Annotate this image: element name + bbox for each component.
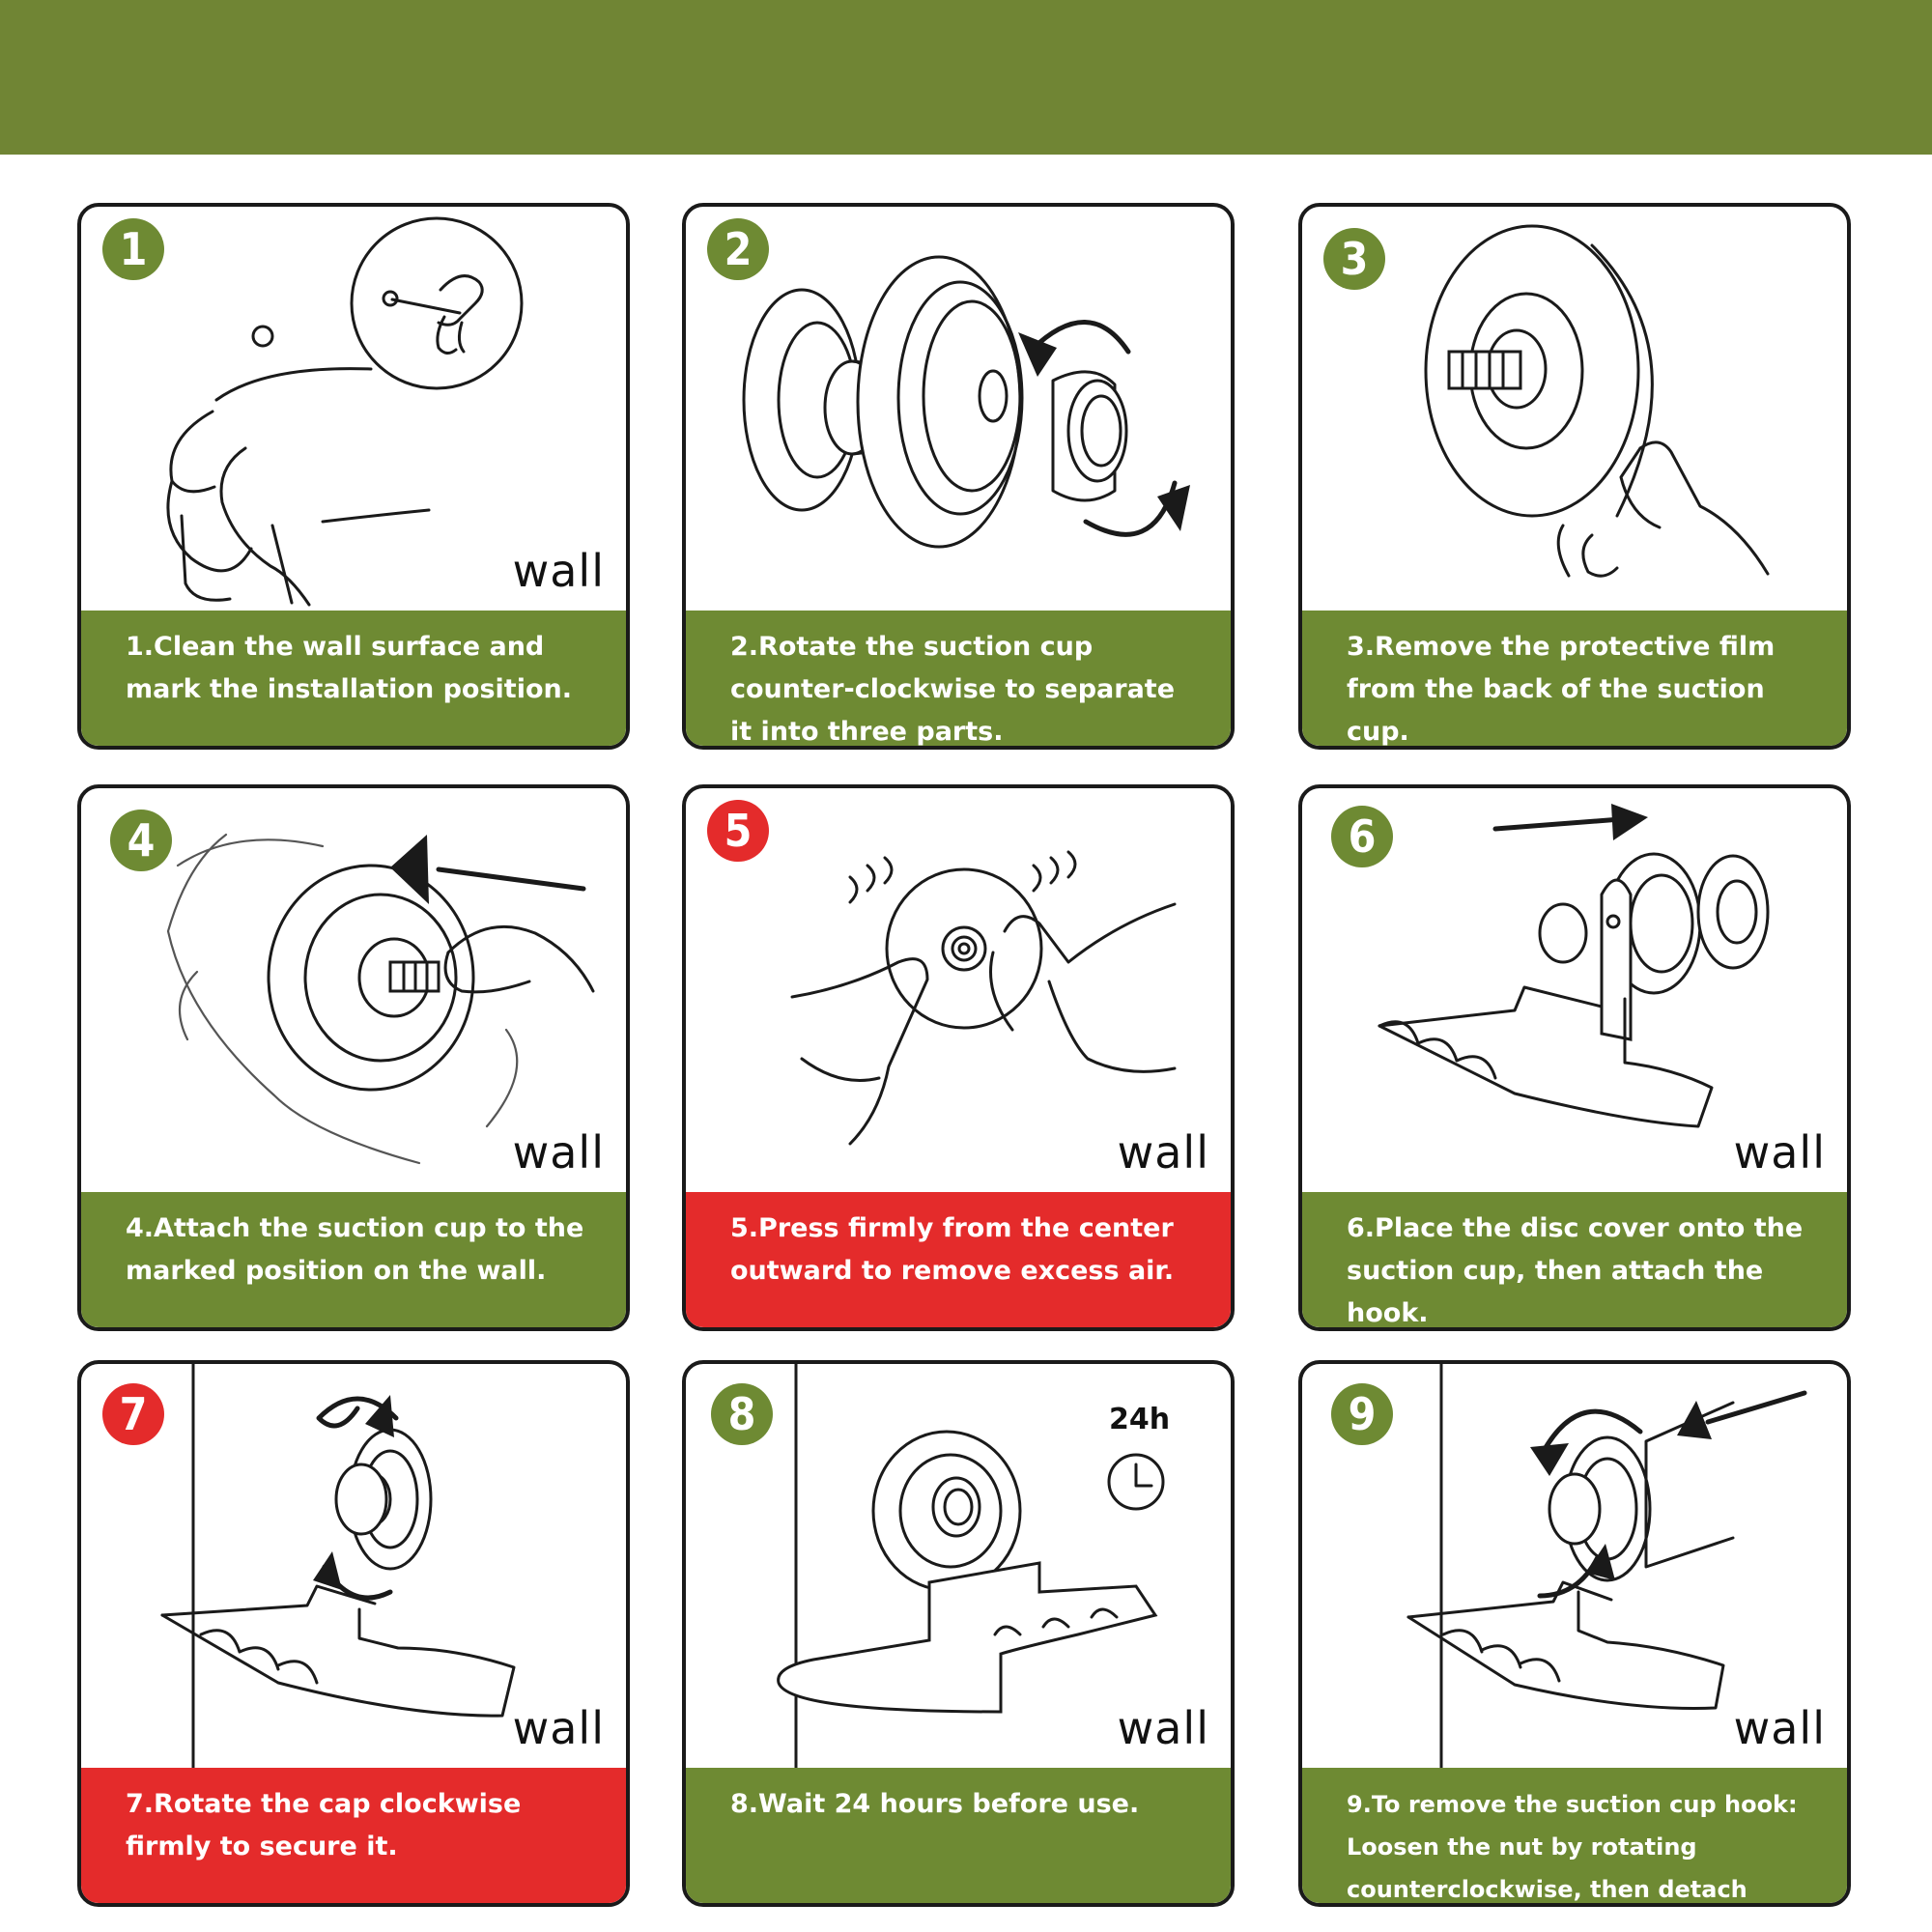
wall-label: wall — [1733, 1126, 1826, 1179]
step-badge: 3 — [1323, 228, 1385, 290]
step-9-illustration: 9 wall — [1302, 1364, 1847, 1768]
timer-label: 24h — [1109, 1403, 1171, 1436]
step-card-8: 8 24h wall 8.Wait 24 hours before use. — [682, 1360, 1235, 1907]
wall-label: wall — [1117, 1702, 1209, 1754]
step-card-2: 2 2.Rotate the suction cup counter-clock… — [682, 203, 1235, 750]
step-4-illustration: 4 wall — [81, 788, 626, 1192]
step-caption: 7.Rotate the cap clockwise firmly to sec… — [81, 1768, 626, 1903]
step-caption: 4.Attach the suction cup to the marked p… — [81, 1192, 626, 1327]
step-3-illustration: 3 — [1302, 207, 1847, 611]
step-badge: 9 — [1331, 1383, 1393, 1445]
step-card-1: 1 wall 1.Clean the wall surface and mark… — [77, 203, 630, 750]
step-instruction: 8.Wait 24 hours before use. — [730, 1789, 1140, 1819]
step-card-6: 6 wall 6.Place the disc cover onto the s… — [1298, 784, 1851, 1331]
step-instruction: 3.Remove the protective film from the ba… — [1347, 632, 1776, 747]
step-badge: 7 — [102, 1383, 164, 1445]
step-instruction: 5.Press firmly from the center outward t… — [730, 1213, 1175, 1286]
step-2-illustration: 2 — [686, 207, 1231, 611]
step-card-5: 5 wall 5.Press firmly from the center ou… — [682, 784, 1235, 1331]
step-instruction: 9.To remove the suction cup hook: Loosen… — [1347, 1791, 1798, 1903]
step-instruction: 1.Clean the wall surface and mark the in… — [126, 632, 572, 704]
step-card-7: 7 wall 7.Rotate the cap clockwise firmly… — [77, 1360, 630, 1907]
step-1-illustration: 1 wall — [81, 207, 626, 611]
step-card-3: 3 3.Remove the protective film from the … — [1298, 203, 1851, 750]
step-8-illustration: 8 24h wall — [686, 1364, 1231, 1768]
step-badge: 5 — [707, 800, 769, 862]
wall-label: wall — [1117, 1126, 1209, 1179]
step-caption: 6.Place the disc cover onto the suction … — [1302, 1192, 1847, 1328]
step-caption: 3.Remove the protective film from the ba… — [1302, 611, 1847, 747]
step-7-illustration: 7 wall — [81, 1364, 626, 1768]
step-caption: 1.Clean the wall surface and mark the in… — [81, 611, 626, 746]
wall-label: wall — [512, 1702, 605, 1754]
step-caption: 9.To remove the suction cup hook: Loosen… — [1302, 1768, 1847, 1903]
step-caption: 2.Rotate the suction cup counter-clockwi… — [686, 611, 1231, 747]
step-6-illustration: 6 wall — [1302, 788, 1847, 1192]
top-banner — [0, 0, 1932, 155]
step-card-9: 9 wall 9.To remove the suction cup hook:… — [1298, 1360, 1851, 1907]
step-badge: 2 — [707, 218, 769, 280]
wall-label: wall — [512, 1126, 605, 1179]
step-badge: 8 — [711, 1383, 773, 1445]
step-badge: 6 — [1331, 806, 1393, 867]
step-instruction: 7.Rotate the cap clockwise firmly to sec… — [126, 1789, 522, 1861]
step-badge: 4 — [110, 810, 172, 871]
step-instruction: 4.Attach the suction cup to the marked p… — [126, 1213, 584, 1286]
step-5-illustration: 5 wall — [686, 788, 1231, 1192]
step-caption: 5.Press firmly from the center outward t… — [686, 1192, 1231, 1327]
step-badge: 1 — [102, 218, 164, 280]
step-card-4: 4 wall 4.Attach the suction cup to the m… — [77, 784, 630, 1331]
wall-label: wall — [512, 545, 605, 597]
wall-label: wall — [1733, 1702, 1826, 1754]
step-caption: 8.Wait 24 hours before use. — [686, 1768, 1231, 1903]
step-instruction: 2.Rotate the suction cup counter-clockwi… — [730, 632, 1176, 747]
step-instruction: 6.Place the disc cover onto the suction … — [1347, 1213, 1804, 1328]
